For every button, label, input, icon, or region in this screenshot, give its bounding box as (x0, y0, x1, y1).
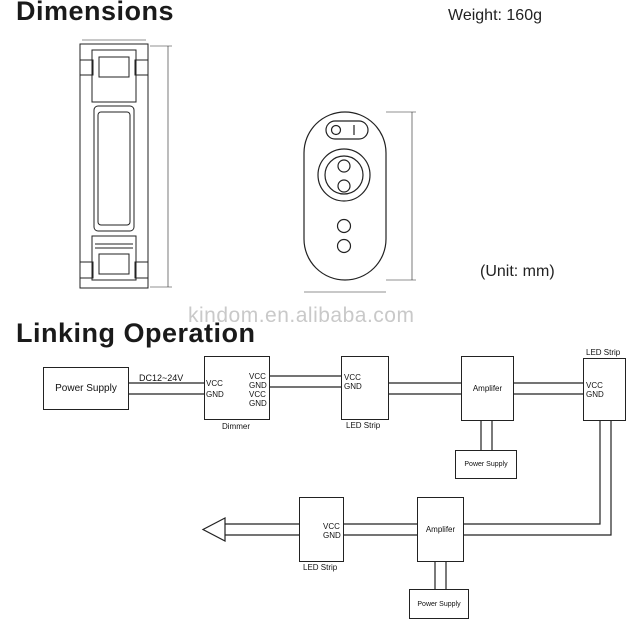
led-strip-3-vcc: VCC (323, 522, 340, 531)
amplifier-2-label: Amplifer (425, 525, 456, 534)
wires (128, 375, 612, 590)
output-arrow (201, 517, 226, 542)
controller-outline (79, 39, 172, 289)
dimmer-box: VCC GND VCC GND VCC GND (204, 356, 270, 420)
amplifier-2-box: Amplifer (417, 497, 464, 562)
watermark-text: kindom.en.alibaba.com (188, 304, 415, 327)
led-strip-2-box: VCC GND (583, 358, 626, 421)
amplifier-1-label: Amplifer (472, 384, 503, 393)
power-supply-main-label: Power Supply (55, 383, 117, 394)
led-strip-3-caption: LED Strip (303, 563, 338, 572)
led-strip-1-box: VCC GND (341, 356, 389, 420)
power-supply-small-1-box: Power Supply (455, 450, 517, 479)
remote-outline (303, 111, 416, 293)
dimmer-in-vcc: VCC (206, 379, 223, 388)
dimensions-heading: Dimensions (16, 0, 175, 26)
led-strip-2-gnd: GND (586, 390, 604, 399)
amplifier-1-box: Amplifer (461, 356, 514, 421)
weight-label: Weight: 160g (448, 7, 542, 24)
power-supply-small-2-label: Power Supply (417, 600, 461, 608)
power-supply-main-box: Power Supply (43, 367, 129, 410)
linking-heading: Linking Operation (16, 318, 256, 348)
led-strip-1-caption: LED Strip (346, 421, 381, 430)
dimmer-out1-vcc: VCC (249, 372, 266, 381)
led-strip-1-gnd: GND (344, 382, 362, 391)
dimmer-out2-gnd: GND (249, 399, 267, 408)
power-supply-small-1-label: Power Supply (464, 461, 508, 468)
input-voltage-label: DC12~24V (139, 373, 184, 383)
led-strip-2-caption: LED Strip (586, 348, 621, 357)
dimmer-out2-vcc: VCC (249, 390, 266, 399)
led-strip-3-gnd: GND (323, 531, 341, 540)
power-supply-small-2-box: Power Supply (409, 589, 469, 619)
dimmer-caption: Dimmer (222, 422, 250, 431)
dimmer-out1-gnd: GND (249, 381, 267, 390)
led-strip-2-vcc: VCC (586, 381, 603, 390)
unit-label: (Unit: mm) (480, 263, 555, 280)
led-strip-1-vcc: VCC (344, 373, 361, 382)
led-strip-3-box: VCC GND (299, 497, 344, 562)
dimmer-in-gnd: GND (206, 390, 224, 399)
